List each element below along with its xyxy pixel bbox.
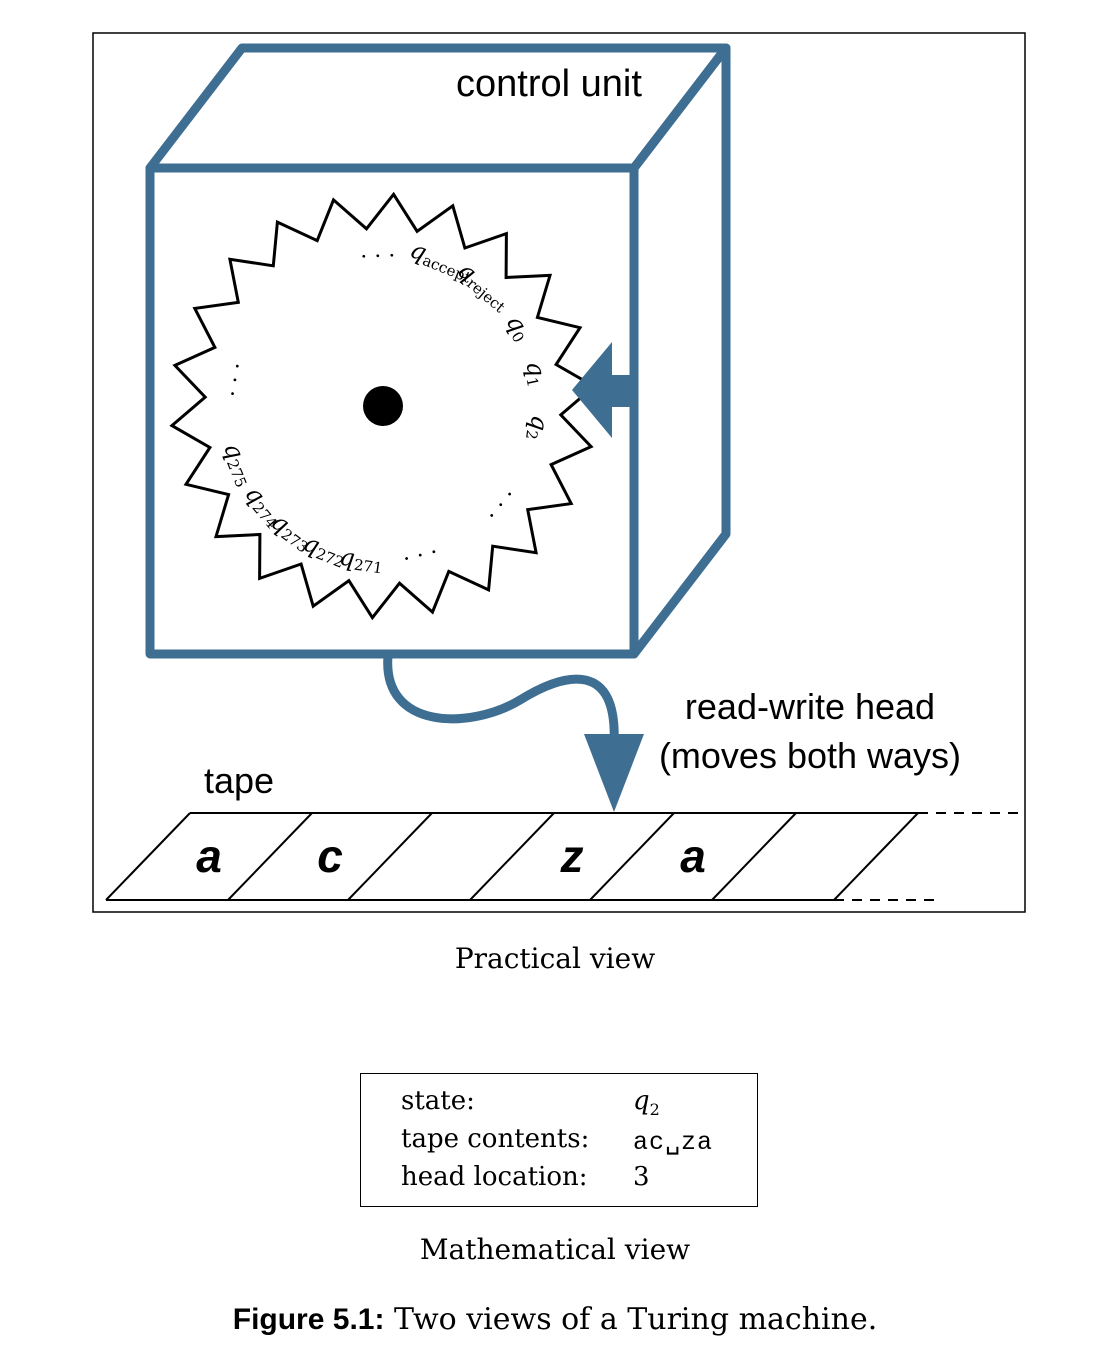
state-dial: qacceptqrejectq0q1q2q271q272q273q274q275… [169,191,597,621]
tape-divider-4 [589,812,675,901]
read-write-head-label-line2: (moves both ways) [659,735,961,776]
dial-ellipsis-0: · · · [360,241,396,267]
tape-contents-row-value: ac␣za [633,1128,714,1157]
head-location-row-label: head location: [401,1162,588,1192]
practical-view-caption: Practical view [454,942,656,975]
state-value-base: q [633,1086,650,1116]
tape-divider-1 [227,812,313,901]
dial-state-label-2: q2 [522,413,555,442]
dial-state-label-271: q271 [338,542,386,577]
tape-cell-dividers [105,812,919,901]
dial-ellipsis-2: · · · [400,538,440,571]
dial-gear-outline [169,191,597,621]
head-location-row-value: 3 [633,1162,650,1192]
tape-divider-0 [105,812,191,901]
read-write-head-label-line1: read-write head [685,686,935,727]
tape-contents-row-label: tape contents: [401,1124,590,1154]
read-write-head-arrow [383,651,644,812]
tape-divider-6 [833,812,919,901]
figure-caption-text: Two views of a Turing machine. [394,1302,878,1337]
state-row-value: q2 [633,1086,660,1119]
practical-frame [92,32,1026,913]
figure-caption: Figure 5.1: Two views of a Turing machin… [0,1302,1110,1337]
tape-cell-symbol-4: a [680,830,706,882]
mathematical-view-box: state: q2 tape contents: ac␣za head loca… [360,1073,758,1207]
state-row-label: state: [401,1086,475,1116]
dial-ellipsis-3: · · · [218,360,249,399]
dial-state-label-0: q0 [500,309,538,345]
tape-cell-symbol-3: z [560,830,584,882]
control-unit-label: control unit [456,63,642,105]
dial-ellipsis-1: · · · [479,483,521,526]
dial-center-pin [363,386,403,426]
tape-label: tape [204,760,274,801]
tape-divider-5 [711,812,797,901]
figure-caption-label: Figure 5.1: [232,1303,385,1336]
dial-state-label-275: q275 [217,438,261,490]
tape-cell-symbol-0: a [196,830,222,882]
state-value-subscript: 2 [649,1100,660,1120]
tape-cell-symbol-1: c [317,830,343,882]
tape-divider-2 [347,812,433,901]
state-pointer-arrow [572,342,634,438]
tape-divider-3 [469,812,555,901]
tape [105,812,1018,901]
mathematical-view-caption: Mathematical view [419,1233,691,1266]
dial-state-label-1: q1 [519,358,553,389]
